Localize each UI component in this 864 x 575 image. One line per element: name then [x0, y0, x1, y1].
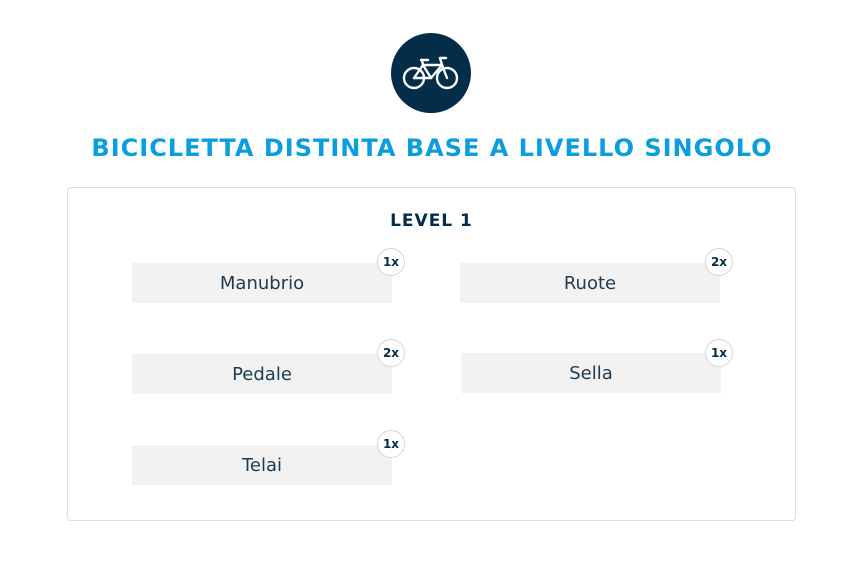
bicycle-icon [402, 56, 459, 90]
quantity-badge: 1x [377, 248, 405, 276]
component-card-sella: Sella [461, 353, 721, 393]
component-card-pedale: Pedale [132, 354, 392, 394]
component-card-manubrio: Manubrio [132, 263, 392, 303]
component-label: Telai [241, 454, 283, 476]
quantity-badge: 1x [705, 339, 733, 367]
page-title: BICICLETTA DISTINTA BASE A LIVELLO SINGO… [91, 134, 773, 162]
component-card-ruote: Ruote [460, 263, 720, 303]
component-label: Manubrio [219, 272, 305, 294]
component-label: Sella [569, 362, 613, 384]
quantity-badge: 1x [377, 430, 405, 458]
logo-badge [391, 33, 471, 113]
component-label: Ruote [563, 272, 617, 294]
level-title: LEVEL 1 [390, 211, 473, 231]
component-label: Pedale [232, 363, 292, 385]
quantity-badge: 2x [377, 339, 405, 367]
level-panel: LEVEL 1 Manubrio 1x Ruote 2x Pedale 2x S… [67, 187, 796, 521]
quantity-badge: 2x [705, 248, 733, 276]
component-card-telai: Telai [132, 445, 392, 485]
